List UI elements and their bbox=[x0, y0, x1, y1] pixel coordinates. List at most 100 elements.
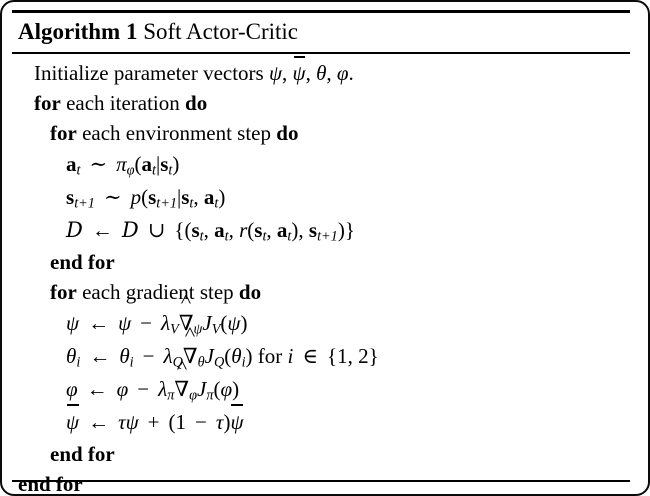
period-1: . bbox=[348, 60, 354, 85]
lparen-5: ( bbox=[220, 310, 228, 335]
lbrace-2: { bbox=[326, 343, 338, 368]
symbol-r: r bbox=[239, 217, 248, 242]
symbol-phi-2: φ bbox=[66, 376, 78, 401]
symbol-psi-2: ψ bbox=[66, 310, 80, 335]
rparen-6: ) bbox=[245, 343, 253, 368]
sub-t-2: t bbox=[152, 162, 157, 179]
symbol-lambda-2: λ bbox=[163, 343, 173, 368]
symbol-calD-1: D bbox=[66, 217, 83, 242]
sub-t-5: t bbox=[214, 195, 219, 212]
sub-i-3: i bbox=[241, 354, 246, 371]
line-target-update: ψ ← τψ + (1 − τ)ψ bbox=[12, 404, 630, 439]
comma-2: , bbox=[305, 60, 311, 85]
symbol-J-3: J bbox=[197, 376, 207, 401]
operator-gets-2: ← bbox=[88, 310, 110, 335]
operator-minus-4: − bbox=[195, 409, 207, 434]
sub-Q-2: Q bbox=[213, 354, 225, 371]
vector-a-2: a bbox=[141, 151, 153, 176]
sub-t-7: t bbox=[224, 228, 229, 245]
rparen-7: ) bbox=[232, 376, 240, 401]
sub-i-2: i bbox=[129, 354, 134, 371]
operator-gets-4: ← bbox=[86, 376, 108, 401]
line-replay-buffer-update: D ← D ∪ {(st, at, r(st, at), st+1)} bbox=[12, 214, 630, 247]
line-q-update: θi ← θi − λQ∇θJQ(θi) for i ∈ {1, 2} bbox=[12, 340, 630, 373]
rule-top bbox=[12, 10, 630, 13]
rparen-5: ) bbox=[240, 310, 248, 335]
rparen-1: ) bbox=[172, 151, 180, 176]
comma-3: , bbox=[326, 60, 332, 85]
mid-2: | bbox=[176, 184, 182, 209]
line-end-for-outer: end for bbox=[12, 469, 630, 496]
rbrace-1: } bbox=[344, 217, 355, 242]
operator-minus-3: − bbox=[137, 376, 150, 401]
sub-V-2: V bbox=[211, 321, 221, 338]
sub-theta-i-1: θ bbox=[197, 354, 205, 371]
symbol-theta-1: θ bbox=[66, 343, 77, 368]
text-each-environment-step: each environment step bbox=[82, 120, 272, 145]
sub-tplus1-3: t+1 bbox=[317, 228, 338, 245]
comma-5: , bbox=[203, 217, 209, 242]
lparen-1: ( bbox=[134, 151, 142, 176]
vector-a-3: a bbox=[203, 184, 215, 209]
operator-minus-1: − bbox=[140, 310, 152, 335]
keyword-for-1: for bbox=[34, 90, 61, 115]
operator-gets-5: ← bbox=[88, 409, 110, 434]
comma-4: , bbox=[193, 184, 199, 209]
keyword-for-2: for bbox=[50, 120, 77, 145]
line-for-each-environment-step: for each environment step do bbox=[12, 118, 630, 148]
symbol-psi-bar: ψ bbox=[293, 56, 306, 88]
initialize-prefix: Initialize parameter vectors bbox=[34, 60, 264, 85]
lparen-3: ( bbox=[184, 217, 192, 242]
lparen-6: ( bbox=[224, 343, 232, 368]
vector-s-2: s bbox=[66, 184, 75, 209]
line-end-for-inner-1: end for bbox=[12, 247, 630, 277]
vector-s-1: s bbox=[160, 151, 169, 176]
keyword-do-1: do bbox=[185, 90, 208, 115]
sub-t-1: t bbox=[76, 162, 81, 179]
lbrace-1: { bbox=[174, 217, 185, 242]
symbol-psi-4: ψ bbox=[227, 310, 241, 335]
symbol-theta: θ bbox=[316, 60, 327, 85]
rbrace-2: } bbox=[368, 343, 379, 368]
operator-sim-1: ∼ bbox=[89, 151, 108, 176]
sub-t-4: t bbox=[189, 195, 194, 212]
symbol-pi-1: π bbox=[116, 151, 127, 176]
symbol-calD-2: D bbox=[121, 217, 139, 242]
line-for-each-iteration: for each iteration do bbox=[12, 88, 630, 118]
keyword-end-for-3: end for bbox=[18, 471, 83, 496]
rparen-4: ) bbox=[337, 217, 345, 242]
sub-t-3: t bbox=[168, 162, 173, 179]
sub-t-8: t bbox=[262, 228, 267, 245]
nabla-hat-3: ∇ bbox=[174, 373, 189, 406]
symbol-phi-3: φ bbox=[116, 376, 129, 401]
symbol-J-2: J bbox=[204, 343, 214, 368]
symbol-theta-2: θ bbox=[119, 343, 130, 368]
vector-a-5: a bbox=[276, 217, 288, 242]
line-value-update: ψ ← ψ − λV∇ψJV(ψ) bbox=[12, 307, 630, 340]
line-state-transition: st+1 ∼ p(st+1|st, at) bbox=[12, 181, 630, 214]
number-one: 1 bbox=[337, 343, 348, 368]
sub-phi-1: φ bbox=[126, 162, 135, 179]
sub-tplus1-2: t+1 bbox=[156, 195, 177, 212]
vector-s-7: s bbox=[308, 217, 318, 242]
operator-gets-1: ← bbox=[91, 217, 113, 242]
lparen-8: ( bbox=[168, 409, 176, 434]
symbol-p: p bbox=[130, 184, 142, 209]
symbol-i-index: i bbox=[287, 343, 294, 368]
operator-plus-1: + bbox=[147, 409, 160, 434]
comma-7: , bbox=[266, 217, 272, 242]
number-one-2: 1 bbox=[175, 409, 187, 434]
symbol-psi-bar-3: ψ bbox=[230, 404, 243, 439]
operator-sim-2: ∼ bbox=[103, 184, 122, 209]
text-each-gradient-step: each gradient step bbox=[82, 279, 234, 304]
lparen-4: ( bbox=[247, 217, 255, 242]
symbol-J-1: J bbox=[202, 310, 212, 335]
number-two: 2 bbox=[358, 343, 369, 368]
vector-a: a bbox=[66, 151, 77, 176]
sub-t-9: t bbox=[287, 228, 292, 245]
symbol-phi-4: φ bbox=[220, 376, 233, 401]
symbol-psi-3: ψ bbox=[118, 310, 132, 335]
text-each-iteration: each iteration bbox=[66, 90, 180, 115]
algorithm-block: Algorithm 1 Soft Actor-Critic Initialize… bbox=[12, 10, 630, 496]
